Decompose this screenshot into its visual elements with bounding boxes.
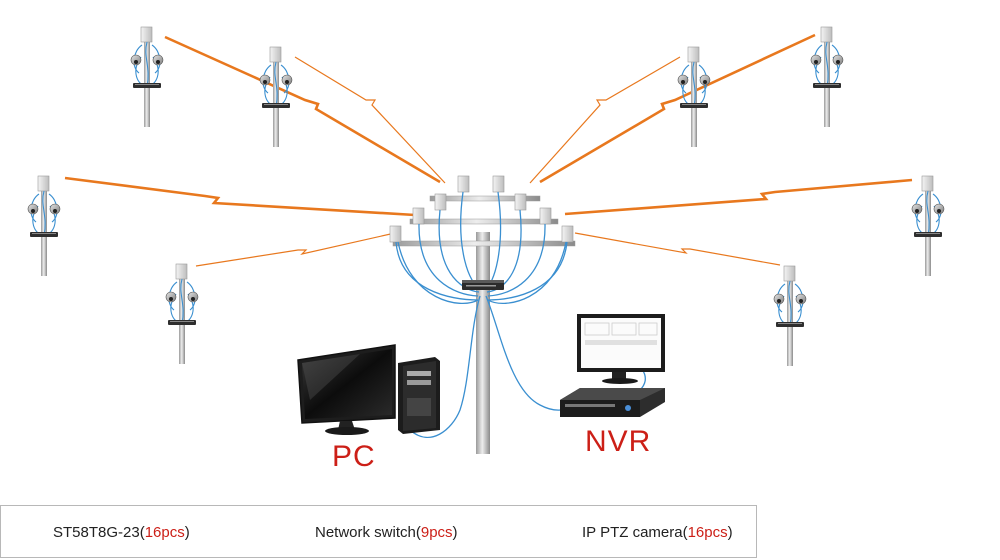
pc-label: PC — [332, 440, 376, 473]
legend-paren: ) — [184, 524, 190, 541]
legend-item-network-switch: Network switch(9pcs) — [315, 506, 458, 559]
pc-computer — [297, 344, 440, 435]
legend-name: IP PTZ camera( — [582, 524, 688, 541]
central-switch — [462, 280, 504, 290]
legend-paren: ) — [452, 524, 458, 541]
legend-item-access-point: ST58T8G-23(16pcs) — [53, 506, 190, 559]
wireless-links — [64, 33, 913, 267]
legend-paren: ) — [727, 524, 733, 541]
legend-count: 9pcs — [420, 524, 453, 541]
legend-item-ptz-camera: IP PTZ camera(16pcs) — [582, 506, 733, 559]
legend-count: 16pcs — [687, 524, 728, 541]
legend-name: ST58T8G-23( — [53, 524, 145, 541]
nvr-recorder — [560, 314, 665, 417]
tower-cables — [395, 191, 646, 438]
legend-count: 16pcs — [144, 524, 185, 541]
legend: ST58T8G-23(16pcs) Network switch(9pcs) I… — [0, 505, 757, 558]
legend-name: Network switch( — [315, 524, 421, 541]
nvr-label: NVR — [585, 425, 652, 458]
